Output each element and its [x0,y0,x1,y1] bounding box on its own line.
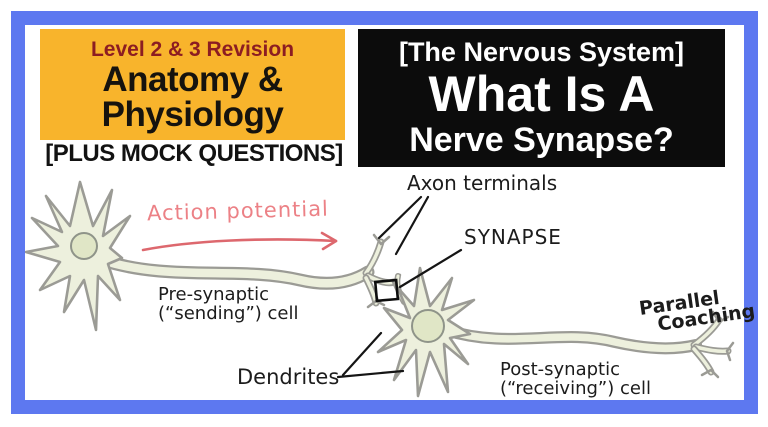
revision-badge-line1: Level 2 & 3 Revision [90,38,295,61]
revision-badge-line3: Physiology [101,95,284,134]
post-synaptic-nucleus [411,309,445,343]
post-synaptic-terminals [690,310,735,379]
synapse-box [373,278,400,303]
dendrites-label: Dendrites [237,365,340,389]
pre-synaptic-nucleus [70,232,98,260]
pre-synaptic-label: Pre-synaptic (“sending”) cell [158,285,299,323]
axon-terminals-label: Axon terminals [407,171,558,195]
action-potential-arrow [141,231,338,252]
revision-badge: Level 2 & 3 Revision Anatomy & Physiolog… [40,29,345,140]
pre-synaptic-axon [95,253,375,290]
synapse-label: SYNAPSE [464,225,562,249]
post-synaptic-label-line1: Post-synaptic [500,359,621,380]
axon-terminals [362,233,402,309]
post-synaptic-label: Post-synaptic (“receiving”) cell [500,360,651,398]
action-potential-label: Action potential [146,196,330,226]
pre-synaptic-label-line1: Pre-synaptic [158,284,269,305]
post-synaptic-axon [440,324,702,355]
leader-lines [336,195,463,379]
title-box: [The Nervous System] What Is A Nerve Syn… [358,29,725,167]
title-series: [The Nervous System] [398,37,685,67]
title-main: What Is A [428,66,655,122]
title-sub: Nerve Synapse? [409,121,674,159]
mock-questions-text: [PLUS MOCK QUESTIONS] [45,140,343,167]
pre-synaptic-label-line2: (“sending”) cell [158,303,299,324]
post-synaptic-label-line2: (“receiving”) cell [500,378,651,399]
revision-badge-line2: Anatomy & [102,60,283,99]
